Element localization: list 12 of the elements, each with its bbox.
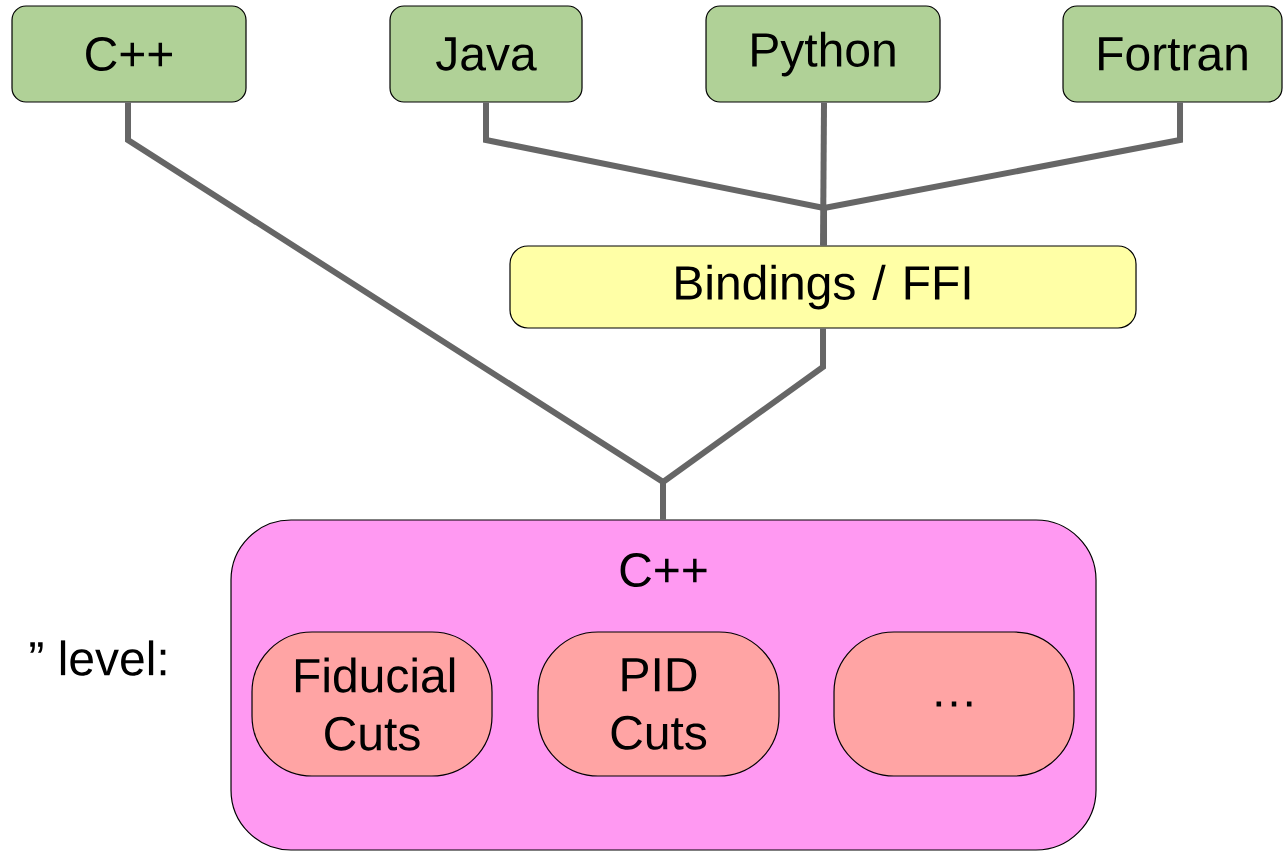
bindings-box: Bindings / FFI bbox=[509, 245, 1137, 329]
language-box: Python bbox=[705, 5, 941, 103]
connector-line bbox=[660, 328, 826, 520]
language-box: Fortran bbox=[1062, 5, 1283, 103]
connector-line bbox=[821, 102, 1183, 246]
language-box: Java bbox=[389, 5, 583, 103]
language-box: C++ bbox=[11, 5, 247, 103]
side-text: ” level: bbox=[30, 640, 166, 676]
connector-line bbox=[820, 102, 827, 246]
module-box: … bbox=[833, 631, 1075, 777]
module-box: PID Cuts bbox=[537, 631, 780, 777]
module-box: Fiducial Cuts bbox=[251, 631, 493, 777]
